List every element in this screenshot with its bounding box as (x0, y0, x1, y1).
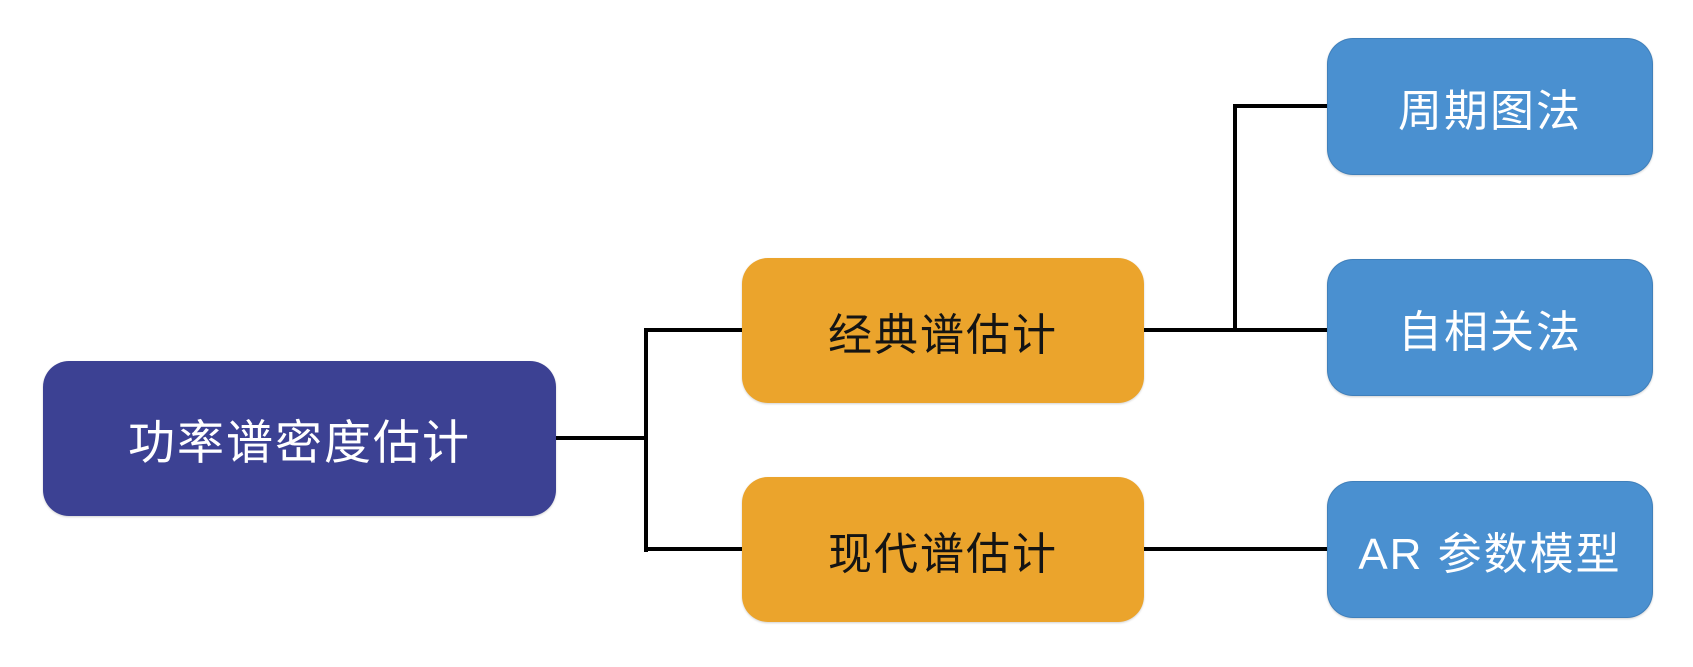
connector-classic-to-periodogram (1233, 104, 1329, 108)
connector-modern-to-ar (1142, 547, 1329, 551)
node-modern-spectral-estimation: 现代谱估计 (742, 477, 1144, 622)
connector-trunk-to-classic (644, 328, 744, 332)
connector-root-to-trunk (550, 436, 648, 440)
node-power-spectral-density-estimation: 功率谱密度估计 (43, 361, 556, 516)
node-ar-parametric-model: AR 参数模型 (1327, 481, 1653, 618)
connector-trunk-to-modern (644, 547, 744, 551)
node-classical-spectral-estimation: 经典谱估计 (742, 258, 1144, 403)
node-autocorrelation-method: 自相关法 (1327, 259, 1653, 396)
connector-classic-vertical (1233, 104, 1237, 332)
node-periodogram-method: 周期图法 (1327, 38, 1653, 175)
connector-trunk-vertical (644, 328, 648, 552)
